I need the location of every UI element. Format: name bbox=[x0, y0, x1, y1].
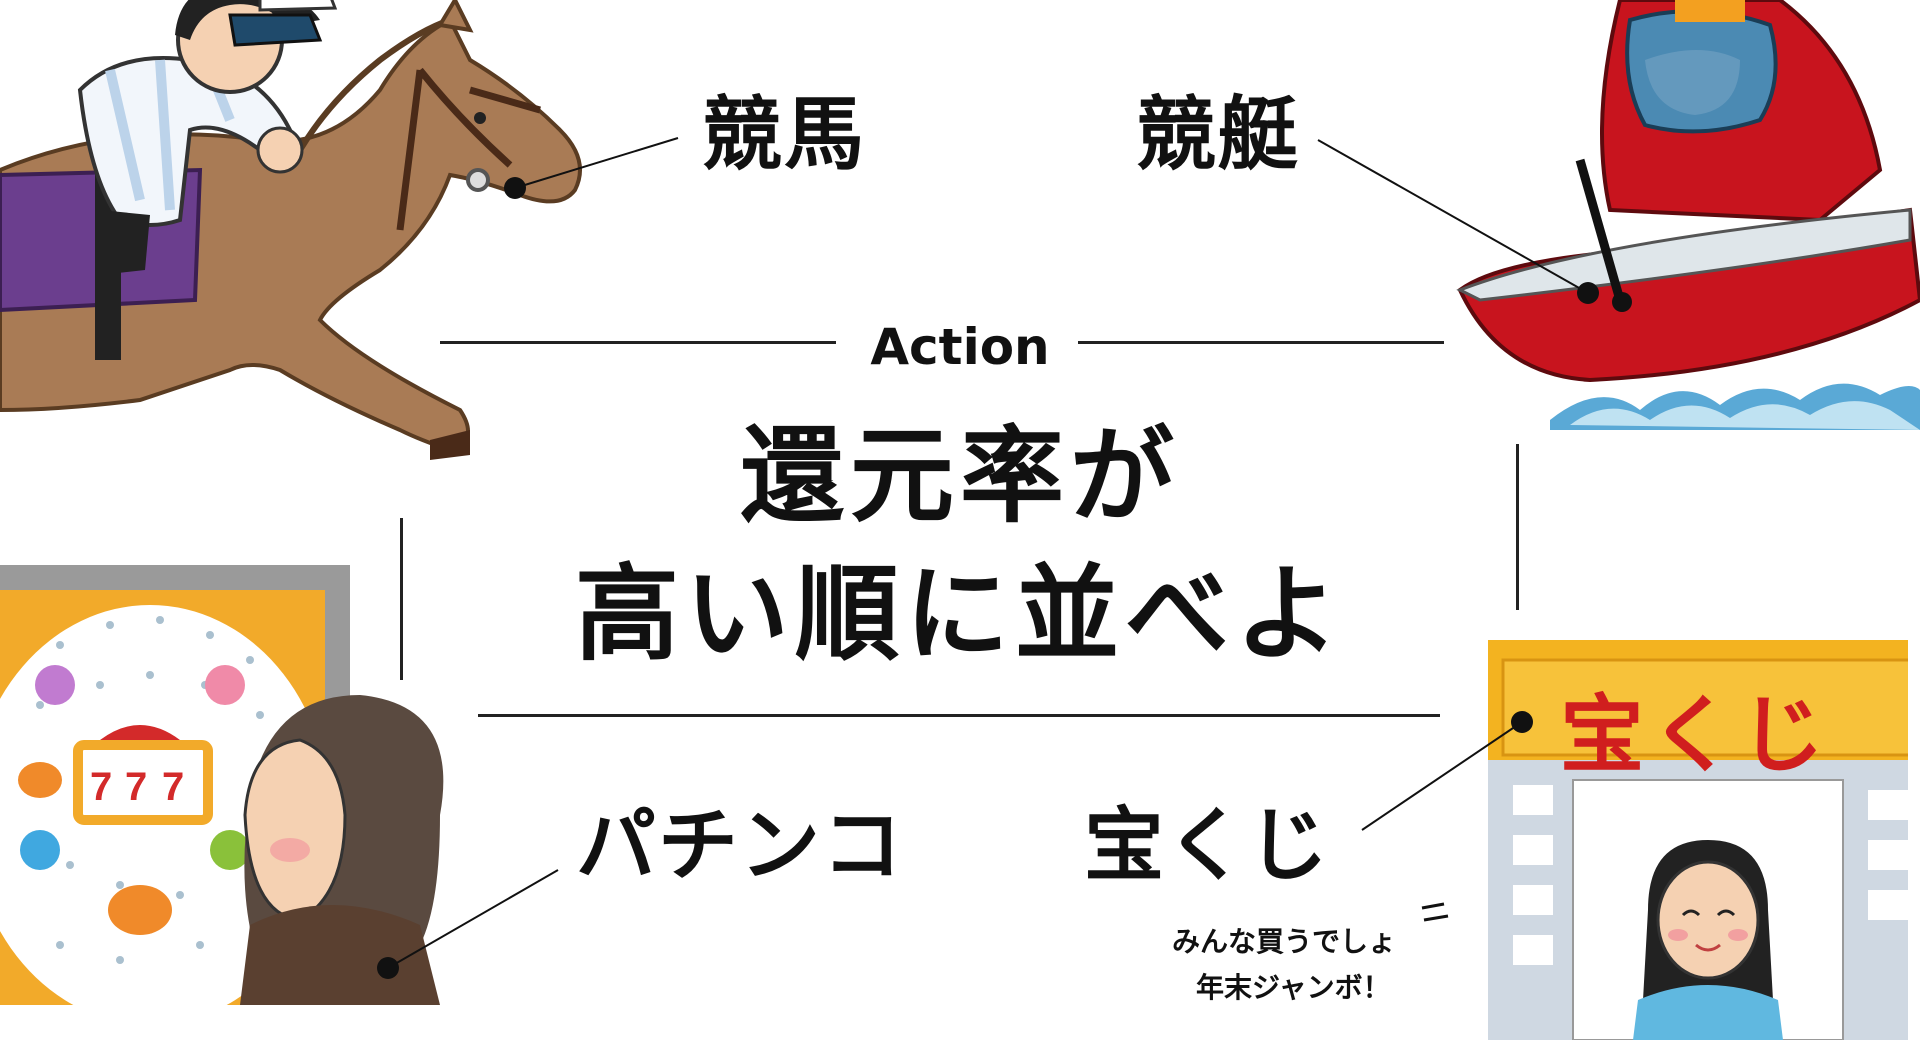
label-lottery: 宝くじ bbox=[1084, 799, 1330, 892]
frame-top-left-line bbox=[440, 341, 836, 344]
frame-left-line bbox=[400, 518, 403, 680]
svg-text:7: 7 bbox=[90, 765, 112, 809]
frame-right-line bbox=[1516, 444, 1519, 610]
annotation-line1: みんな買うでしょ bbox=[1172, 925, 1397, 958]
svg-text:7: 7 bbox=[125, 765, 147, 809]
svg-text:7: 7 bbox=[162, 765, 184, 809]
label-boat-racing: 競艇 bbox=[1136, 88, 1300, 181]
horse-racing-illustration bbox=[0, 0, 582, 460]
action-label: Action bbox=[870, 318, 1050, 376]
main-title-line2: 高い順に並べよ bbox=[574, 553, 1345, 675]
annotation-accent-icon bbox=[1421, 902, 1449, 922]
label-pachinko: パチンコ bbox=[576, 799, 904, 892]
lottery-shop-sign: 宝くじ bbox=[1560, 686, 1831, 784]
pachinko-illustration: 7 7 7 bbox=[0, 565, 444, 1005]
boat-racing-illustration bbox=[1456, 0, 1920, 430]
label-horse-racing: 競馬 bbox=[702, 88, 866, 181]
frame-bottom-line bbox=[478, 714, 1440, 717]
annotation-line2: 年末ジャンボ！ bbox=[1196, 971, 1391, 1004]
main-title-line1: 還元率が bbox=[739, 415, 1180, 537]
frame-top-right-line bbox=[1078, 341, 1444, 344]
lottery-shop-illustration bbox=[1488, 640, 1908, 1040]
